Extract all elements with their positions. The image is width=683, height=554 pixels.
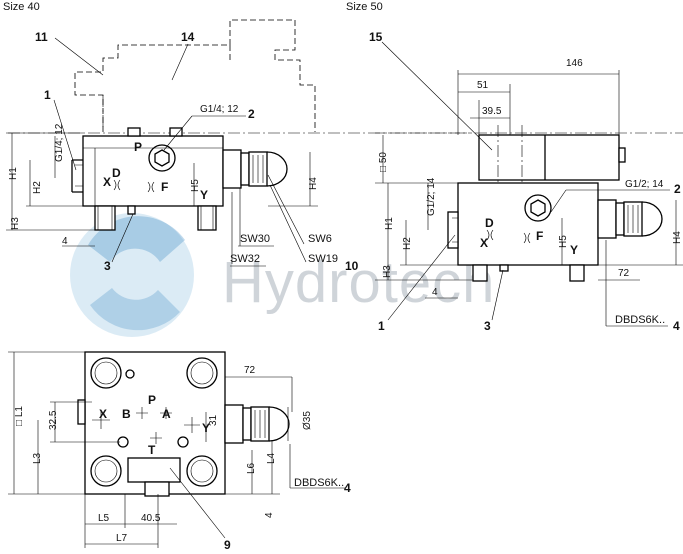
- dim-H4: H4: [308, 177, 319, 190]
- port-Y-size40: Y: [200, 188, 208, 202]
- header-size-50: Size 50: [346, 1, 383, 13]
- callout-1-size50: 1: [378, 319, 385, 333]
- dim-L6: L6: [246, 462, 257, 474]
- size40-top-view: [77, 351, 290, 497]
- watermark-text: Hydrotech: [222, 250, 495, 315]
- label-SW32: SW32: [230, 253, 260, 265]
- dim-39-5: 39.5: [482, 106, 502, 117]
- port-Y-top: Y: [202, 421, 210, 435]
- dim-4-bottom: 4: [264, 512, 275, 518]
- dim-H1: H1: [8, 167, 19, 180]
- dim-L3: L3: [32, 452, 43, 464]
- dim-G14-12-top: G1/4; 12: [200, 104, 239, 115]
- port-P-top: P: [148, 393, 156, 407]
- size40-side-dims: H1 H2 H3 G1/4; 12 G1/4; 12 H5 H4 4 SW30 …: [6, 104, 338, 267]
- watermark-logo: [70, 213, 194, 337]
- port-P-size40: P: [134, 140, 142, 154]
- callout-1-size40: 1: [44, 88, 51, 102]
- port-D-size50: D: [485, 216, 494, 230]
- dim-H2: H2: [32, 181, 43, 194]
- callout-4-size50: 4: [673, 319, 680, 333]
- dim-4-size50: 4: [432, 287, 438, 298]
- size40-top-dims: □ L1 L3 32.5 72 Ø35 31 L6 L4 4 L5 40.5 L…: [8, 351, 345, 548]
- port-T-top: T: [148, 443, 156, 457]
- dim-146: 146: [566, 58, 583, 69]
- dim-H2-size50: H2: [402, 237, 413, 250]
- port-B-top: B: [122, 407, 131, 421]
- label-DBDS-size40: DBDS6K..: [294, 477, 344, 489]
- dim-32-5: 32.5: [48, 410, 59, 430]
- dim-H3-size50: H3: [382, 265, 393, 278]
- dim-40-5: 40.5: [141, 513, 161, 524]
- dim-L5: L5: [98, 513, 110, 524]
- dim-H3: H3: [10, 217, 21, 230]
- dim-72-size50: 72: [618, 268, 630, 279]
- dim-H1-size50: H1: [384, 217, 395, 230]
- callout-14: 14: [181, 30, 195, 44]
- port-X-size50: X: [480, 236, 488, 250]
- port-F-size40: F: [161, 180, 168, 194]
- callout-15: 15: [369, 30, 383, 44]
- port-X-size40: X: [103, 175, 111, 189]
- port-D-size40: D: [112, 166, 121, 180]
- dim-G14-12: G1/4; 12: [54, 123, 65, 162]
- port-X-top: X: [99, 407, 107, 421]
- label-SW30: SW30: [240, 233, 270, 245]
- label-SW6: SW6: [308, 233, 332, 245]
- port-A-top: A: [162, 407, 171, 421]
- dim-L4: L4: [266, 452, 277, 464]
- size40-side-view: [8, 19, 470, 231]
- callout-4-size40: 4: [344, 481, 351, 495]
- callout-10: 10: [345, 259, 359, 273]
- port-Y-size50: Y: [570, 243, 578, 257]
- dim-31: 31: [208, 414, 219, 426]
- dim-72-size40: 72: [244, 365, 256, 376]
- port-F-size50: F: [536, 229, 543, 243]
- callout-2-size50: 2: [674, 182, 681, 196]
- label-DBDS-size50: DBDS6K..: [615, 314, 665, 326]
- dim-51: 51: [477, 80, 489, 91]
- dim-50: □ 50: [378, 152, 389, 172]
- dim-H4-size50: H4: [672, 231, 683, 244]
- dim-4-left: 4: [62, 236, 68, 247]
- dim-L1: □ L1: [14, 406, 25, 426]
- dim-G12-14: G1/2; 14: [426, 177, 437, 216]
- header-size-40: Size 40: [3, 1, 40, 13]
- callout-2-size40: 2: [248, 107, 255, 121]
- callout-11: 11: [35, 30, 48, 44]
- dim-L7: L7: [116, 533, 128, 544]
- size50-side-view: [375, 125, 683, 282]
- size50-side-dims: 146 51 39.5 □ 50 H1 H3 H2 G1/2; 14 G1/2;…: [375, 58, 683, 327]
- callout-9: 9: [224, 538, 231, 552]
- label-SW19: SW19: [308, 253, 338, 265]
- callout-3-size50: 3: [484, 319, 491, 333]
- dim-H5-size50: H5: [558, 235, 569, 248]
- dim-35: Ø35: [302, 411, 313, 430]
- dim-H5: H5: [190, 179, 201, 192]
- callout-3-size40: 3: [104, 259, 111, 273]
- dim-G12-14-top: G1/2; 14: [625, 179, 664, 190]
